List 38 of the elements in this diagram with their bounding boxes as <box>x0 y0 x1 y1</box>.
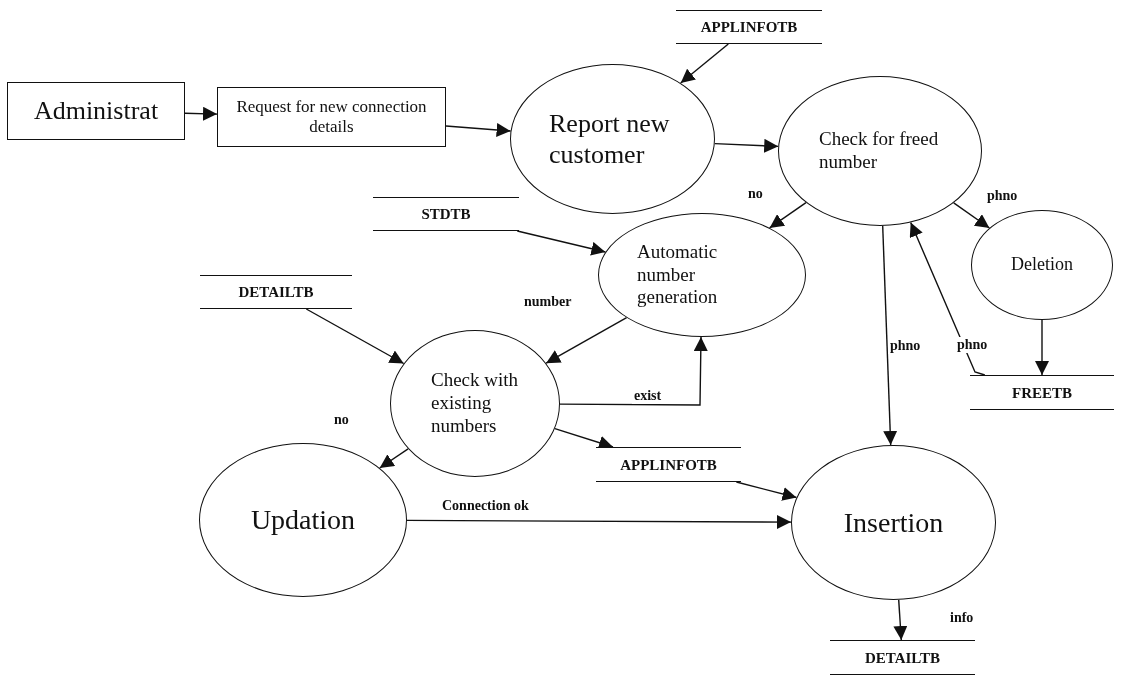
edge-label: exist <box>632 388 664 404</box>
edge-label: phno <box>955 337 990 353</box>
process-name: Report new customer <box>549 107 671 171</box>
arrow <box>714 138 779 153</box>
entity-name: Request for new connection details <box>235 96 428 138</box>
arrow <box>1035 319 1049 376</box>
store-name: APPLINFOTB <box>700 18 798 36</box>
arrow <box>445 122 512 137</box>
entity-name: Administrat <box>33 95 159 127</box>
process-name: Check with existing numbers <box>431 369 520 438</box>
arrow <box>406 515 792 530</box>
arrow <box>680 43 729 84</box>
store-name: APPLINFOTB <box>620 455 717 474</box>
process-name: Deletion <box>1011 254 1073 276</box>
arrow <box>768 201 807 229</box>
edge-label: phno <box>985 188 1020 204</box>
process-name: Updation <box>250 503 356 537</box>
arrow <box>909 221 986 376</box>
process-name: Insertion <box>843 505 944 540</box>
process-name: Automatic number generation <box>637 240 719 310</box>
edge-label: phno <box>888 338 923 354</box>
arrow <box>735 481 798 501</box>
arrow <box>893 599 908 641</box>
store-name: FREETB <box>1012 383 1072 402</box>
arrow <box>305 308 405 365</box>
arrow <box>184 106 218 121</box>
process-name: Check for freed number <box>819 128 939 174</box>
store-name: STDTB <box>421 205 471 223</box>
arrow <box>379 448 409 469</box>
arrow <box>882 225 898 446</box>
entity-box <box>217 87 446 147</box>
store-name: DETAILTB <box>864 648 940 667</box>
arrow <box>559 336 708 406</box>
store-name: DETAILTB <box>238 283 314 301</box>
arrow <box>545 317 628 364</box>
arrow <box>953 202 991 229</box>
arrow <box>516 230 607 256</box>
entity-box <box>7 82 185 140</box>
